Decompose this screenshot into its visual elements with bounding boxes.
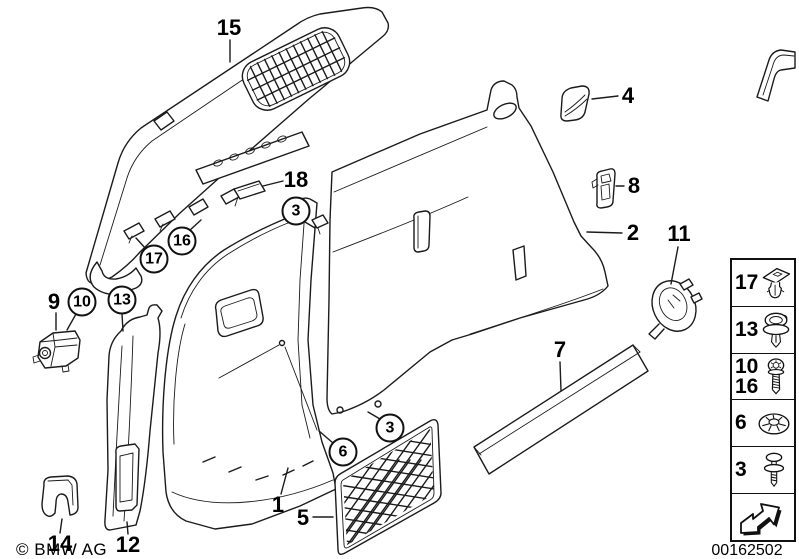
legend-row-3[interactable]: 3 — [732, 447, 794, 495]
callout-circle-6[interactable]: 6 — [328, 437, 358, 467]
part-2-quarter-trim-panel — [326, 80, 609, 415]
diagram-number: 00162502 — [711, 542, 783, 559]
legend-number-6[interactable]: 6 — [735, 411, 747, 435]
trim-edge-piece — [756, 49, 796, 102]
callout-circle-13[interactable]: 13 — [107, 285, 137, 315]
legend-numbers: 6 — [734, 411, 747, 435]
callout-18[interactable]: 18 — [283, 167, 309, 192]
callout-2[interactable]: 2 — [626, 220, 640, 245]
callout-11[interactable]: 11 — [667, 221, 691, 246]
legend-row-17[interactable]: 17 — [732, 260, 794, 307]
legend-number-13[interactable]: 13 — [735, 317, 759, 341]
legend-row-13[interactable]: 13 — [732, 307, 794, 354]
square-head-clip-icon — [758, 262, 794, 304]
legend-row-arrow — [732, 494, 794, 540]
part-15-mounting-rail — [195, 131, 310, 185]
callout-14[interactable]: 14 — [47, 531, 73, 556]
callout-8[interactable]: 8 — [627, 173, 641, 198]
legend-row-6[interactable]: 6 — [732, 400, 794, 448]
legend-numbers: 13 — [734, 317, 759, 341]
callout-circle-3-lower[interactable]: 3 — [375, 413, 405, 443]
mounting-clips — [123, 188, 240, 244]
part-5-luggage-net — [334, 418, 442, 556]
callout-circle-3-upper[interactable]: 3 — [281, 196, 311, 226]
part-12-pillar-trim — [104, 304, 163, 531]
part-1-lateral-trim-panel — [161, 197, 337, 530]
legend-number-17[interactable]: 17 — [735, 270, 759, 294]
legend-numbers: 17 — [734, 270, 759, 294]
legend-number-16[interactable]: 16 — [735, 374, 759, 398]
legend-numbers: 3 — [734, 458, 747, 482]
part-15-dpillar-trim — [85, 6, 390, 296]
callout-15[interactable]: 15 — [216, 15, 242, 40]
legend-number-3[interactable]: 3 — [735, 458, 747, 482]
callout-circle-16[interactable]: 16 — [167, 226, 197, 256]
direction-arrow-icon — [736, 497, 790, 537]
part-18-clip-strip — [233, 180, 266, 207]
callout-5[interactable]: 5 — [296, 505, 310, 530]
callout-circle-10[interactable]: 10 — [67, 287, 97, 317]
screw-icon — [758, 356, 794, 398]
callout-9[interactable]: 9 — [47, 289, 61, 314]
callout-7[interactable]: 7 — [553, 337, 567, 362]
leader-lines — [55, 39, 679, 535]
callout-4[interactable]: 4 — [621, 83, 635, 108]
part-8-trim-bezel — [591, 168, 616, 209]
part-4-cover-cap — [560, 85, 590, 122]
copyright-text: © BMW AG — [16, 540, 108, 559]
grommet-clip-icon — [758, 309, 794, 351]
part-14-corner-cap — [41, 475, 79, 517]
callout-circle-17[interactable]: 17 — [139, 244, 169, 274]
part-11-bracket-plate — [648, 278, 703, 340]
callout-1[interactable]: 1 — [271, 492, 285, 517]
callout-12[interactable]: 12 — [115, 532, 141, 557]
part-7-sill-strip — [473, 344, 649, 475]
legend-number-10[interactable]: 10 — [735, 354, 759, 378]
claw-washer-icon — [756, 402, 792, 444]
part-9-bracket — [32, 330, 81, 373]
push-pin-icon — [756, 449, 792, 491]
